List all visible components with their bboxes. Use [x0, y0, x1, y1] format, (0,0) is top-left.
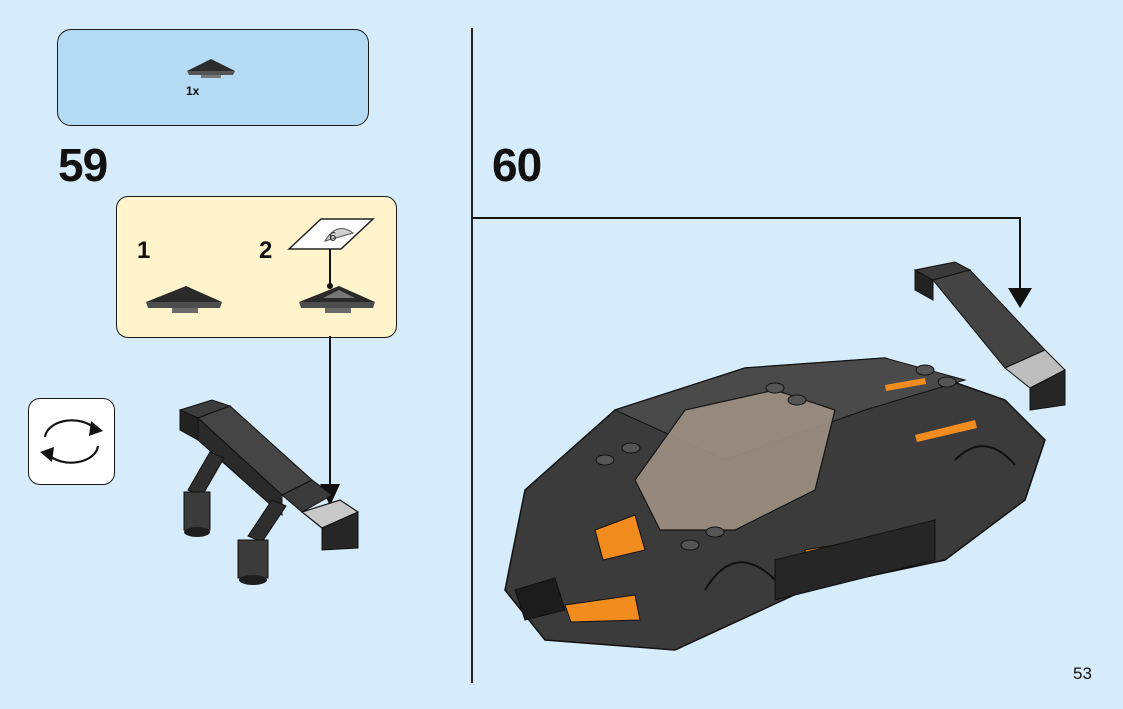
slope-tile-icon — [142, 282, 232, 322]
rotate-model-box — [28, 398, 115, 485]
sub-assembly-box: 1 2 6 — [116, 196, 397, 338]
rear-spoiler-assembly-icon — [172, 400, 372, 590]
step-number-60: 60 — [492, 138, 541, 192]
rotate-model-icon — [29, 399, 114, 484]
step-divider — [471, 28, 473, 683]
sub-step-number-2: 2 — [259, 237, 272, 265]
parts-list-box: 1x — [57, 29, 369, 126]
part-quantity: 1x — [186, 84, 199, 98]
page-number: 53 — [1073, 664, 1092, 684]
sub-step-number-1: 1 — [137, 237, 150, 265]
slope-tile-printed-icon — [295, 282, 385, 322]
printed-tile-callout-icon: 6 — [285, 215, 385, 260]
svg-text:6: 6 — [329, 230, 337, 244]
step-number-59: 59 — [58, 138, 107, 192]
slope-tile-icon — [183, 56, 243, 86]
race-car-model-icon — [485, 260, 1065, 660]
